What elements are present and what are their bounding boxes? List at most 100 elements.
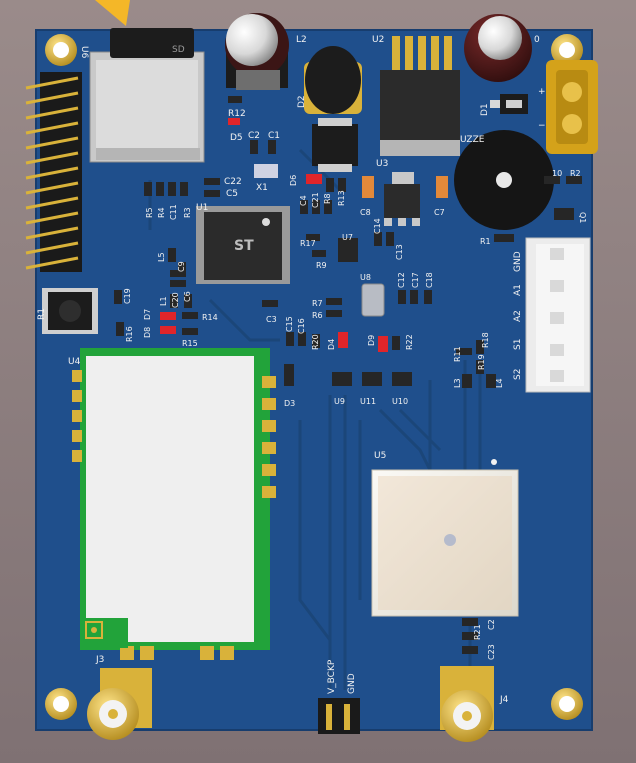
sma-connector-j3 — [87, 668, 152, 740]
label-r10: 10 — [552, 169, 562, 178]
label-j3: J3 — [95, 655, 104, 665]
label-r5: R5 — [145, 207, 154, 218]
label-d7: D7 — [143, 309, 152, 320]
oscillator-u8 — [361, 283, 385, 317]
label-r13: R13 — [337, 190, 346, 206]
label-gnd-bottom: GND — [347, 673, 357, 694]
label-u9: U9 — [334, 397, 345, 406]
label-l3: L3 — [453, 378, 462, 388]
label-r19: R19 — [477, 354, 486, 370]
label-d4: D4 — [327, 339, 336, 350]
sma-connector-j4 — [440, 666, 494, 742]
label-d2: D2 — [297, 95, 307, 108]
pointer-arrow — [95, 0, 130, 26]
label-r16: R16 — [125, 326, 134, 342]
mounting-hole-br — [551, 688, 583, 720]
label-c11: C11 — [169, 204, 178, 220]
cap-c8 — [362, 176, 374, 198]
pin-header-left — [25, 72, 82, 272]
label-r1-left: R1 — [37, 308, 47, 320]
backup-header — [318, 698, 360, 734]
cap-c7 — [436, 176, 448, 198]
label-c5: C5 — [226, 189, 238, 199]
label-r2: R2 — [570, 169, 581, 178]
crystal-x1 — [254, 164, 278, 178]
label-c14: C14 — [373, 218, 382, 234]
electrolytic-cap-left — [225, 13, 289, 90]
label-q1: Q1 — [578, 212, 587, 223]
label-u2: U2 — [372, 35, 384, 45]
label-a1: A1 — [513, 284, 523, 296]
label-d8: D8 — [143, 327, 152, 338]
label-r7: R7 — [312, 299, 323, 308]
label-c2: C2 — [248, 131, 260, 141]
label-c2-bottom: C2 — [487, 619, 496, 630]
regulator-u3 — [384, 172, 420, 226]
label-u1: U1 — [196, 203, 208, 213]
label-u7: U7 — [342, 233, 353, 242]
label-d3: D3 — [284, 399, 295, 408]
label-r14: R14 — [202, 313, 218, 322]
label-c-top-right: 0 — [534, 35, 540, 45]
label-u11: U11 — [360, 397, 376, 406]
label-c6: C6 — [183, 291, 192, 302]
label-r22: R22 — [405, 334, 414, 350]
label-j4: J4 — [499, 695, 509, 705]
label-d5: D5 — [230, 133, 243, 143]
label-c13: C13 — [395, 244, 404, 260]
mounting-hole-tl — [45, 34, 77, 66]
tact-switch — [42, 288, 98, 334]
label-c17: C17 — [411, 272, 420, 288]
label-c7: C7 — [434, 208, 445, 217]
label-r12: R12 — [228, 109, 246, 119]
label-u8: U8 — [360, 273, 371, 282]
mcu-u1: ST — [196, 206, 290, 284]
power-connector — [546, 60, 598, 154]
label-a2: A2 — [513, 310, 523, 322]
label-u3: U3 — [376, 159, 388, 169]
label-c9: C9 — [177, 261, 186, 272]
label-c20: C20 — [171, 292, 180, 308]
label-r1-top: R1 — [480, 237, 491, 246]
label-r9: R9 — [316, 261, 327, 270]
label-u10: U10 — [392, 397, 408, 406]
label-c15: C15 — [285, 316, 294, 332]
st-logo: ST — [234, 238, 254, 254]
label-r17: R17 — [300, 239, 316, 248]
label-c3: C3 — [266, 315, 277, 324]
label-u4: U4 — [68, 357, 81, 367]
inductor-l2 — [304, 46, 362, 114]
label-d6: D6 — [289, 175, 298, 186]
label-c22: C22 — [224, 177, 242, 187]
signal-connector — [525, 237, 591, 393]
smd-passives — [114, 96, 582, 654]
label-l1: L1 — [159, 296, 168, 306]
sd-card-slot: SD — [89, 28, 205, 163]
mounting-holes — [45, 34, 583, 720]
label-u5: U5 — [374, 451, 386, 461]
label-l4: L4 — [495, 378, 504, 388]
mounting-hole-bl — [45, 688, 77, 720]
label-c21: C21 — [311, 192, 320, 208]
label-c1: C1 — [268, 131, 280, 141]
gps-antenna-u5 — [371, 459, 519, 617]
label-d9: D9 — [367, 335, 376, 346]
label-c19: C19 — [123, 288, 132, 304]
sd-text: SD — [172, 45, 185, 55]
rf-module-u4 — [72, 348, 276, 660]
label-s1: S1 — [513, 339, 523, 350]
electrolytic-cap-right — [464, 14, 532, 82]
label-u6: U6 — [79, 46, 89, 59]
diode-d2 — [312, 118, 358, 172]
label-r3: R3 — [183, 207, 192, 218]
label-plus: + — [538, 87, 546, 97]
label-d1: D1 — [480, 103, 490, 116]
diode-d1 — [490, 94, 528, 114]
label-v-bckp: V_BCKP — [327, 659, 337, 694]
label-r11: R11 — [453, 346, 462, 362]
label-c4: C4 — [299, 195, 308, 206]
label-r15: R15 — [182, 339, 198, 348]
label-r20: R20 — [311, 334, 320, 350]
regulator-u2 — [380, 36, 460, 156]
